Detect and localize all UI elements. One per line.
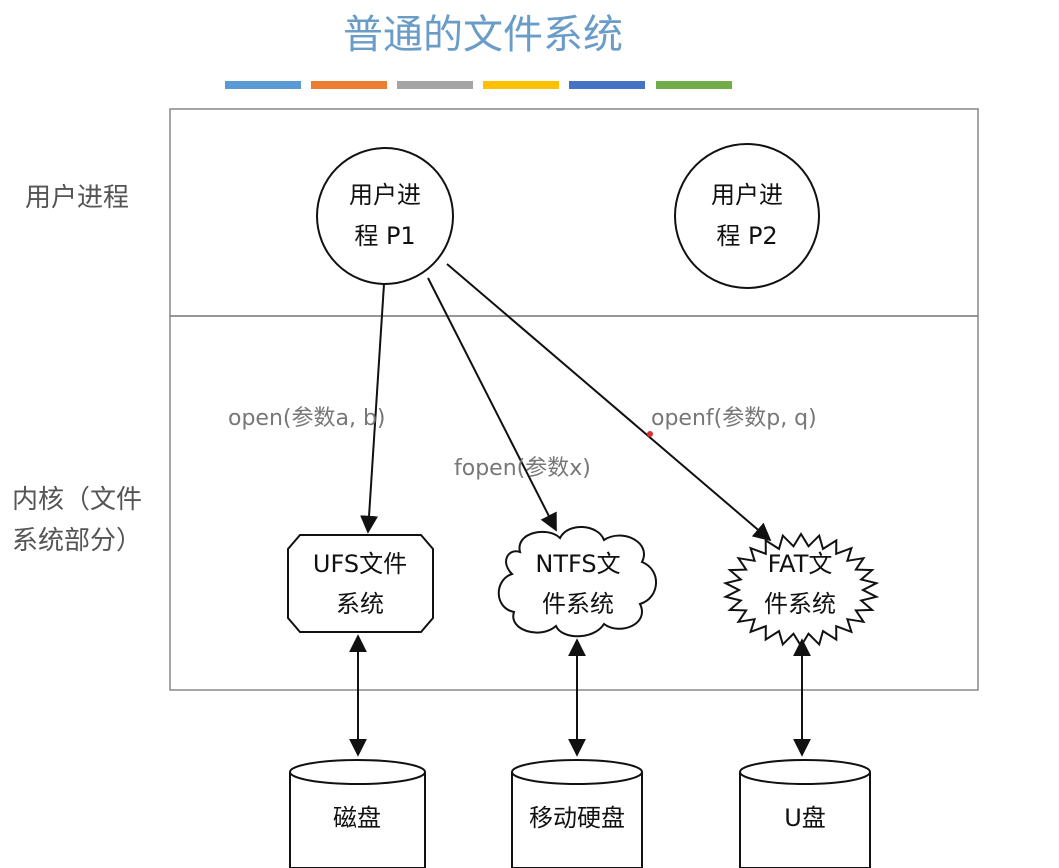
- process-p2-line1: 用户进: [711, 181, 783, 209]
- color-bar-gray: [397, 81, 473, 89]
- color-bar-darkblue: [569, 81, 645, 89]
- user-process-label: 用户进程: [25, 183, 129, 213]
- disk-2-top: [511, 759, 643, 785]
- process-p2-line2: 程 P2: [716, 222, 777, 250]
- open-call-label: open(参数a, b): [228, 406, 386, 431]
- pointer-dot: [647, 431, 653, 437]
- disk-1-top: [289, 759, 426, 785]
- disk-3-top: [739, 759, 871, 785]
- process-p2-circle: [674, 143, 820, 289]
- color-bar-green: [656, 81, 732, 89]
- color-bar-orange: [311, 81, 387, 89]
- ufs-shape: [287, 534, 434, 633]
- ufs-line1: UFS文件: [313, 550, 407, 578]
- ntfs-line1: NTFS文: [535, 550, 620, 578]
- disk-3-label: U盘: [784, 804, 826, 832]
- disk-1-label: 磁盘: [333, 804, 381, 832]
- ntfs-cloud-shape: [497, 525, 657, 638]
- user-space-box: [169, 108, 979, 317]
- ntfs-line2: 件系统: [542, 590, 614, 618]
- fopen-call-label: fopen(参数x): [454, 456, 591, 481]
- fat-line1: FAT文: [768, 550, 833, 578]
- openf-call-arrow: [446, 263, 772, 542]
- disk-2-label: 移动硬盘: [529, 804, 625, 832]
- ntfs-filesystem: NTFS文 件系统: [497, 525, 657, 638]
- kernel-label-line2: 系统部分）: [12, 526, 142, 556]
- process-p1-line1: 用户进: [349, 181, 421, 209]
- disk-2: 移动硬盘: [511, 759, 643, 868]
- disk-1: 磁盘: [289, 759, 426, 868]
- disk-3: U盘: [739, 759, 871, 868]
- ufs-filesystem: UFS文件 系统: [287, 534, 434, 633]
- disk-2-body: [511, 772, 643, 868]
- color-bar-row: [225, 81, 732, 89]
- process-p1-circle: [316, 147, 454, 285]
- disk-3-body: [739, 772, 871, 868]
- fat-filesystem: FAT文 件系统: [722, 532, 880, 648]
- process-p1-line2: 程 P1: [354, 222, 415, 250]
- color-bar-yellow: [483, 81, 559, 89]
- process-p2: 用户进 程 P2: [674, 143, 820, 289]
- ufs-line2: 系统: [336, 590, 384, 618]
- open-call-arrow: [360, 283, 385, 534]
- page-title: 普通的文件系统: [343, 12, 623, 58]
- process-p1: 用户进 程 P1: [316, 147, 454, 285]
- kernel-label-line1: 内核（文件: [12, 485, 142, 515]
- fopen-call-arrow: [427, 277, 557, 532]
- disk-1-body: [289, 772, 426, 868]
- openf-call-label: openf(参数p, q): [651, 406, 817, 431]
- fat-line2: 件系统: [764, 590, 836, 618]
- color-bar-blue: [225, 81, 301, 89]
